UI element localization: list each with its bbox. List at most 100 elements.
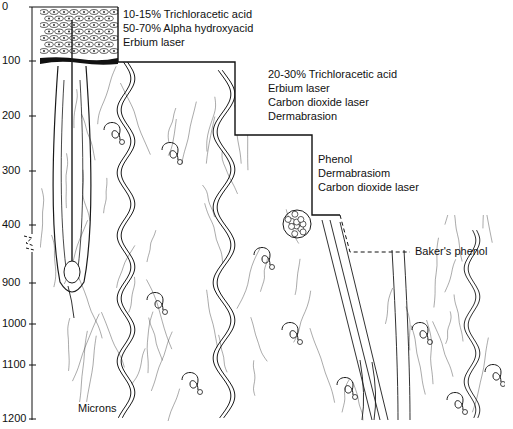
hair-follicle [392, 250, 410, 420]
epidermal-cell [40, 23, 49, 28]
depth-label: Baker's phenol [415, 245, 487, 258]
cell-nucleus [53, 50, 55, 52]
vessel-loop [412, 323, 428, 341]
cell-nucleus [108, 31, 110, 33]
treatment-label: Dermabrasiom [318, 167, 390, 180]
cell-nucleus [113, 24, 115, 26]
cell-nucleus [63, 24, 65, 26]
cell-nucleus [53, 37, 55, 39]
epidermal-cell [50, 23, 59, 28]
basal-layer [40, 57, 118, 65]
epidermal-cell [50, 36, 59, 41]
epidermal-cell [90, 10, 99, 15]
cell-nucleus [53, 24, 55, 26]
treatment-label: Carbon dioxide laser [318, 181, 419, 194]
collagen-fiber [385, 288, 392, 324]
cell-nucleus [43, 37, 45, 39]
collagen-fiber [483, 176, 485, 228]
cell-nucleus [68, 44, 70, 46]
depth-number: 200 [2, 109, 20, 122]
vessel-section [178, 160, 183, 165]
cell-nucleus [103, 24, 105, 26]
epidermal-cell [40, 10, 49, 15]
depth-number: 1100 [2, 358, 26, 371]
cell-nucleus [73, 24, 75, 26]
depth-number: 300 [2, 164, 20, 177]
vessel-section [298, 340, 303, 345]
sebaceous-cell [300, 229, 306, 235]
collagen-fiber [496, 68, 499, 103]
cell-nucleus [48, 44, 50, 46]
epidermal-cell [60, 49, 69, 54]
cell-nucleus [73, 37, 75, 39]
collagen-fiber [83, 170, 90, 221]
epidermal-cell [70, 36, 79, 41]
cell-nucleus [68, 31, 70, 33]
collagen-fiber [295, 259, 300, 295]
epidermal-cell [50, 49, 59, 54]
epidermal-cell [80, 10, 89, 15]
collagen-fiber [445, 183, 451, 225]
collagen-fiber [237, 248, 260, 309]
scale-line [32, 7, 33, 234]
epidermal-cell [60, 23, 69, 28]
cell-nucleus [113, 50, 115, 52]
cell-nucleus [88, 31, 90, 33]
cell-nucleus [88, 44, 90, 46]
vessel-section [270, 265, 275, 270]
cell-nucleus [93, 11, 95, 13]
epidermal-cell [70, 23, 79, 28]
cell-nucleus [63, 50, 65, 52]
treatment-label: 20-30% Trichloracetic acid [268, 68, 397, 81]
sweat-duct [213, 70, 231, 418]
epidermal-cell [110, 36, 119, 41]
epidermal-cell [100, 10, 109, 15]
collagen-fiber [86, 336, 97, 409]
collagen-fiber [260, 257, 267, 292]
collagen-fiber [66, 153, 68, 208]
vessel-section [120, 140, 125, 145]
depth-number: 900 [2, 276, 20, 289]
collagen-fiber [394, 137, 402, 184]
epidermal-cell [55, 29, 64, 34]
collagen-fiber [79, 331, 87, 407]
vessel-loop [182, 373, 198, 391]
hair-bulb [64, 261, 80, 283]
cell-nucleus [98, 44, 100, 46]
treatment-label: Phenol [318, 153, 352, 166]
sebaceous-cell [285, 216, 291, 222]
vessel-loop [337, 378, 353, 396]
cell-nucleus [58, 44, 60, 46]
epidermal-cell [45, 16, 54, 21]
epidermal-cell [40, 49, 49, 54]
cell-nucleus [58, 18, 60, 20]
collagen-fiber [219, 335, 228, 372]
epidermal-cell [105, 16, 114, 21]
vessel-section [428, 340, 433, 345]
hair-bulb [360, 360, 376, 420]
collagen-fiber [433, 321, 453, 376]
vessel-loop [485, 365, 501, 383]
collagen-fiber [482, 169, 492, 242]
collagen-fiber [206, 117, 215, 164]
cell-nucleus [43, 50, 45, 52]
collagen-fiber [411, 326, 425, 395]
collagen-fiber [129, 277, 135, 313]
epidermal-cell [40, 36, 49, 41]
cell-nucleus [83, 24, 85, 26]
epidermal-cell [55, 16, 64, 21]
sweat-duct [117, 62, 131, 418]
epidermal-cell [95, 42, 104, 47]
collagen-fiber [76, 271, 102, 338]
collagen-fiber [253, 360, 255, 395]
epidermal-cell [95, 29, 104, 34]
vessel-section [463, 410, 468, 415]
collagen-fiber [104, 178, 107, 213]
sweat-duct [121, 62, 135, 418]
sebaceous-gland [283, 210, 311, 238]
treatment-label: Erbium laser [268, 82, 330, 95]
epidermal-cell [85, 42, 94, 47]
cell-nucleus [48, 31, 50, 33]
cell-nucleus [103, 50, 105, 52]
vessel-loop [282, 323, 298, 341]
